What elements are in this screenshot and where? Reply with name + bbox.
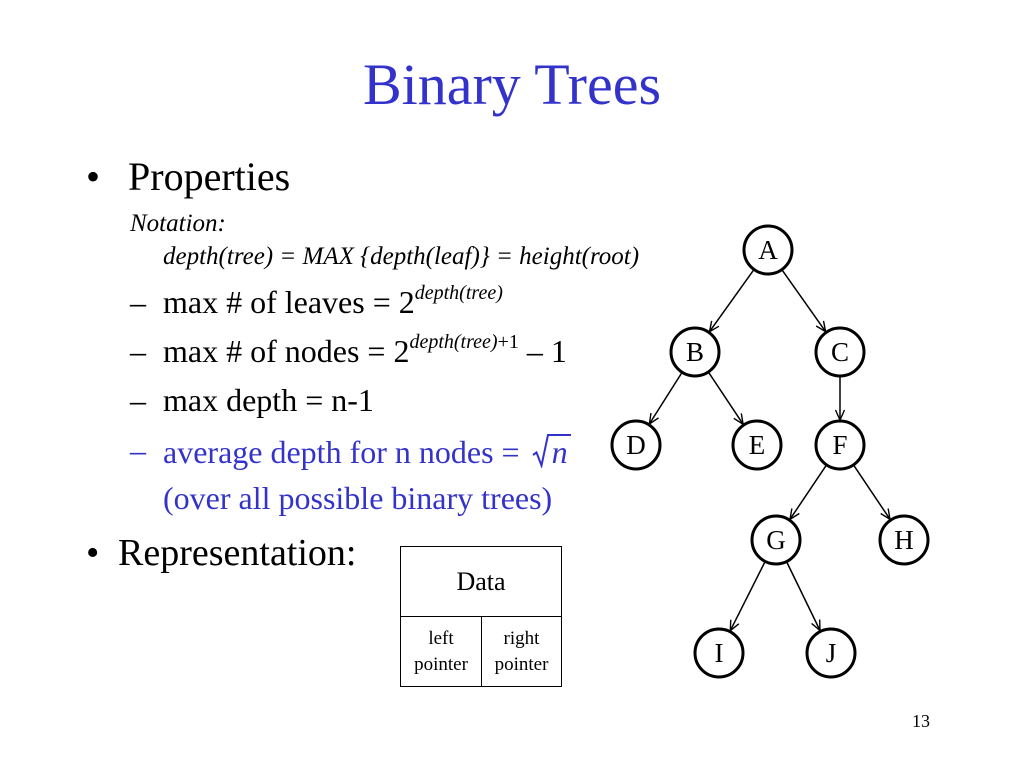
- max-nodes-exponent: depth(tree)+1: [409, 331, 518, 353]
- tree-node-label: A: [758, 235, 778, 265]
- page-number: 13: [912, 711, 930, 731]
- notation-formula: depth(tree) = MAX {depth(leaf)} = height…: [163, 243, 640, 270]
- max-nodes-exponent-offset: +1: [497, 331, 519, 353]
- max-nodes-base: 2: [393, 333, 410, 369]
- dash-marker: –: [130, 333, 146, 369]
- tree-node-label: E: [749, 430, 766, 460]
- edge-g-j: [786, 562, 820, 631]
- max-leaves-exponent: depth(tree): [414, 282, 503, 304]
- dash-marker: –: [130, 432, 146, 468]
- tree-node-label: H: [894, 525, 914, 555]
- representation-heading: Representation:: [118, 532, 357, 574]
- max-nodes-text: max # of nodes =: [163, 333, 394, 369]
- item-average-depth: – average depth for n nodes = n: [0, 434, 620, 470]
- tree-node-label: F: [832, 430, 847, 460]
- tree-node-label: C: [831, 337, 849, 367]
- node-left-pointer-field: left pointer: [401, 617, 482, 686]
- tree-node-f: F: [814, 419, 866, 471]
- average-depth-formula: average depth for n nodes = n: [163, 434, 571, 468]
- tree-node-e: E: [731, 419, 783, 471]
- properties-heading: Properties: [128, 154, 291, 199]
- max-nodes-exponent-depth: depth(tree): [409, 331, 498, 353]
- tree-node-a: A: [742, 224, 794, 276]
- dash-marker: –: [130, 284, 146, 320]
- notation-label: Notation:: [130, 210, 226, 237]
- tree-node-label: G: [766, 525, 786, 555]
- tree-node-c: C: [814, 326, 866, 378]
- tree-node-label: D: [626, 430, 646, 460]
- max-leaves-formula: max # of leaves = 2depth(tree): [163, 283, 503, 320]
- properties-bullet: •: [86, 154, 101, 199]
- representation-bullet: •: [86, 532, 100, 574]
- edge-f-h: [853, 465, 890, 520]
- node-structure-box: Data left pointer right pointer: [400, 546, 562, 687]
- edge-a-b: [710, 269, 755, 331]
- max-leaves-base: 2: [398, 284, 415, 320]
- max-nodes-formula: max # of nodes = 2depth(tree)+1 – 1: [163, 332, 567, 369]
- square-root-symbol-icon: [531, 434, 552, 468]
- edge-f-g: [790, 465, 827, 520]
- average-depth-note: (over all possible binary trees): [163, 480, 553, 516]
- edge-b-d: [649, 372, 683, 424]
- item-max-depth: – max depth = n-1: [0, 384, 620, 418]
- tree-node-g: G: [750, 514, 802, 566]
- edge-b-e: [708, 372, 743, 424]
- right-pointer-label-line2: pointer: [494, 653, 549, 675]
- dash-marker: –: [130, 382, 146, 418]
- tree-node-h: H: [878, 514, 930, 566]
- node-data-field: Data: [401, 547, 561, 617]
- max-depth-text: max depth = n-1: [163, 382, 374, 418]
- max-nodes-suffix: – 1: [518, 333, 567, 369]
- edge-a-c: [781, 269, 825, 331]
- tree-node-label: I: [715, 638, 724, 668]
- slide-title: Binary Trees: [362, 52, 662, 117]
- node-right-pointer-field: right pointer: [482, 617, 561, 686]
- max-leaves-text: max # of leaves =: [163, 284, 399, 320]
- tree-node-b: B: [669, 326, 721, 378]
- square-root-radicand: n: [550, 434, 571, 468]
- average-depth-text: average depth for n nodes =: [163, 434, 528, 470]
- left-pointer-label-line1: left: [428, 627, 454, 649]
- item-max-leaves: – max # of leaves = 2depth(tree): [0, 283, 620, 320]
- left-pointer-label-line2: pointer: [414, 653, 468, 675]
- right-pointer-label-line1: right: [503, 627, 540, 649]
- tree-node-label: J: [826, 638, 837, 668]
- item-max-nodes: – max # of nodes = 2depth(tree)+1 – 1: [0, 332, 640, 369]
- square-root: n: [531, 434, 571, 468]
- edge-g-i: [730, 561, 766, 630]
- tree-node-j: J: [805, 627, 857, 679]
- tree-node-i: I: [693, 627, 745, 679]
- tree-node-label: B: [686, 337, 704, 367]
